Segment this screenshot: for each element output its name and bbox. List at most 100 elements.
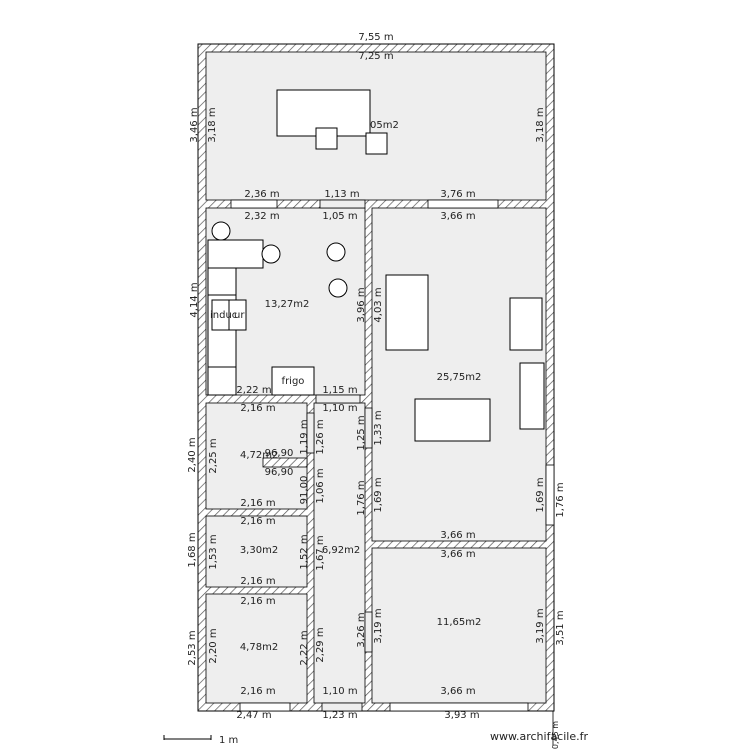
- b3-top: 2,16 m: [240, 596, 275, 607]
- kitchen-counter-top: [207, 239, 264, 269]
- b3-area: 4,78m2: [240, 642, 278, 653]
- top-room-h-right: 3,18 m: [535, 107, 546, 142]
- credit-text: www.archifacile.fr: [490, 730, 588, 743]
- b2-top: 2,16 m: [240, 516, 275, 527]
- corridor-bottom: 1,10 m: [322, 686, 357, 697]
- kitchen-top-right: 1,05 m: [322, 211, 357, 222]
- b1-door-top: 96,90: [265, 448, 294, 459]
- window-bottom-2: [321, 702, 363, 712]
- living-h-1-69-left: 1,69 m: [373, 477, 384, 512]
- kitchen-area: 13,27m2: [265, 299, 310, 310]
- dim-right-1-76: 1,76 m: [555, 482, 566, 517]
- b1-bottom: 2,16 m: [240, 498, 275, 509]
- kitchen-stool-2: [261, 244, 281, 264]
- dim-left-2-53: 2,53 m: [187, 630, 198, 665]
- door-kitchen-corridor: [315, 394, 361, 404]
- dim-bottom-right: 3,93 m: [444, 710, 479, 721]
- kitchen-stool-4: [328, 278, 348, 298]
- br-h-right: 3,19 m: [535, 608, 546, 643]
- b1-h-left: 2,25 m: [208, 438, 219, 473]
- b2-h-left: 1,53 m: [208, 534, 219, 569]
- b2-area: 3,30m2: [240, 545, 278, 556]
- corridor-h-1-26: 1,26 m: [315, 419, 326, 454]
- room-bedroom-1: [205, 402, 308, 510]
- kitchen-counter-side: [207, 267, 237, 296]
- b2-bottom: 2,16 m: [240, 576, 275, 587]
- top-room-h-left: 3,18 m: [207, 107, 218, 142]
- corridor-h-2-29: 2,29 m: [315, 627, 326, 662]
- corridor-h-3-26: 3,26 m: [356, 612, 367, 647]
- door-b1-corridor: [306, 412, 315, 454]
- br-h-left: 3,19 m: [373, 608, 384, 643]
- b3-bottom: 2,16 m: [240, 686, 275, 697]
- window-bottom-3: [389, 702, 529, 712]
- living-sofa: [385, 274, 429, 351]
- b3-h-left: 2,20 m: [208, 628, 219, 663]
- top-chair-2: [365, 132, 388, 155]
- kitchen-stool-3: [326, 242, 346, 262]
- kitchen-bottom-right: 1,15 m: [322, 385, 357, 396]
- b1-top: 2,16 m: [240, 403, 275, 414]
- kitchen-bottom-left: 2,22 m: [236, 385, 271, 396]
- br-top: 3,66 m: [440, 549, 475, 560]
- door-top-middle: [319, 199, 366, 209]
- b2-h-right: 1,52 m: [299, 534, 310, 569]
- kitchen-stool-1: [211, 221, 231, 241]
- fridge-label: frigo: [282, 376, 305, 387]
- b3-h-right: 2,22 m: [299, 630, 310, 665]
- b1-door-swing: [262, 457, 308, 468]
- dim-top-inner: 7,25 m: [358, 51, 393, 62]
- induction-label-2: ur: [234, 310, 245, 321]
- top-chair-1: [315, 127, 338, 150]
- living-h-1-69-right: 1,69 m: [535, 477, 546, 512]
- window-top-2: [427, 199, 499, 209]
- corridor-area: 6,92m2: [322, 545, 360, 556]
- dim-left-2-40: 2,40 m: [187, 437, 198, 472]
- br-area: 11,65m2: [437, 617, 482, 628]
- dim-bottom-mid: 1,23 m: [322, 710, 357, 721]
- kitchen-top-left: 2,32 m: [244, 211, 279, 222]
- dim-left-top-outer: 3,46 m: [189, 107, 200, 142]
- living-bottom: 3,66 m: [440, 530, 475, 541]
- living-h-left: 4,03 m: [373, 287, 384, 322]
- dim-bottom-left: 2,47 m: [236, 710, 271, 721]
- dim-bottom-small: 0,45 m: [551, 721, 560, 749]
- dim-left-mid-outer: 4,14 m: [189, 282, 200, 317]
- corridor-h-1-67: 1,67 m: [315, 535, 326, 570]
- room-corridor: [313, 402, 366, 704]
- corridor-h-1-25: 1,25 m: [356, 415, 367, 450]
- top-room-seg1: 2,36 m: [244, 189, 279, 200]
- window-top-1: [230, 199, 278, 209]
- scale-label: 1 m: [219, 735, 238, 746]
- living-table: [414, 398, 491, 442]
- b1-door-bot: 96,90: [265, 467, 294, 478]
- b1-area: 4,72m2: [240, 450, 278, 461]
- dim-left-1-68: 1,68 m: [187, 532, 198, 567]
- living-h-1-33: 1,33 m: [373, 410, 384, 445]
- b1-h-right: 1,19 m: [299, 419, 310, 454]
- window-right: [545, 464, 555, 526]
- kitchen-counter-low: [207, 366, 237, 396]
- br-bottom: 3,66 m: [440, 686, 475, 697]
- corridor-h-91: 91,00: [299, 476, 310, 505]
- corridor-top: 1,10 m: [322, 403, 357, 414]
- top-room-seg3: 3,76 m: [440, 189, 475, 200]
- kitchen-h-right: 3,96 m: [356, 287, 367, 322]
- corridor-h-1-76: 1,76 m: [356, 480, 367, 515]
- room-bedroom-2: [205, 515, 308, 588]
- induction-label: induc: [210, 310, 237, 321]
- top-room-area: 05m2: [370, 120, 399, 131]
- room-top: [205, 51, 547, 201]
- door-corridor-living: [364, 407, 373, 449]
- living-top: 3,66 m: [440, 211, 475, 222]
- top-room-seg2: 1,13 m: [324, 189, 359, 200]
- room-living: [371, 207, 547, 542]
- window-bottom-1: [239, 702, 291, 712]
- door-corridor-br: [364, 611, 373, 653]
- living-area: 25,75m2: [437, 372, 482, 383]
- corridor-h-1-06: 1,06 m: [315, 468, 326, 503]
- living-sideboard: [519, 362, 545, 430]
- fridge: [271, 366, 315, 396]
- living-cabinet: [509, 297, 543, 351]
